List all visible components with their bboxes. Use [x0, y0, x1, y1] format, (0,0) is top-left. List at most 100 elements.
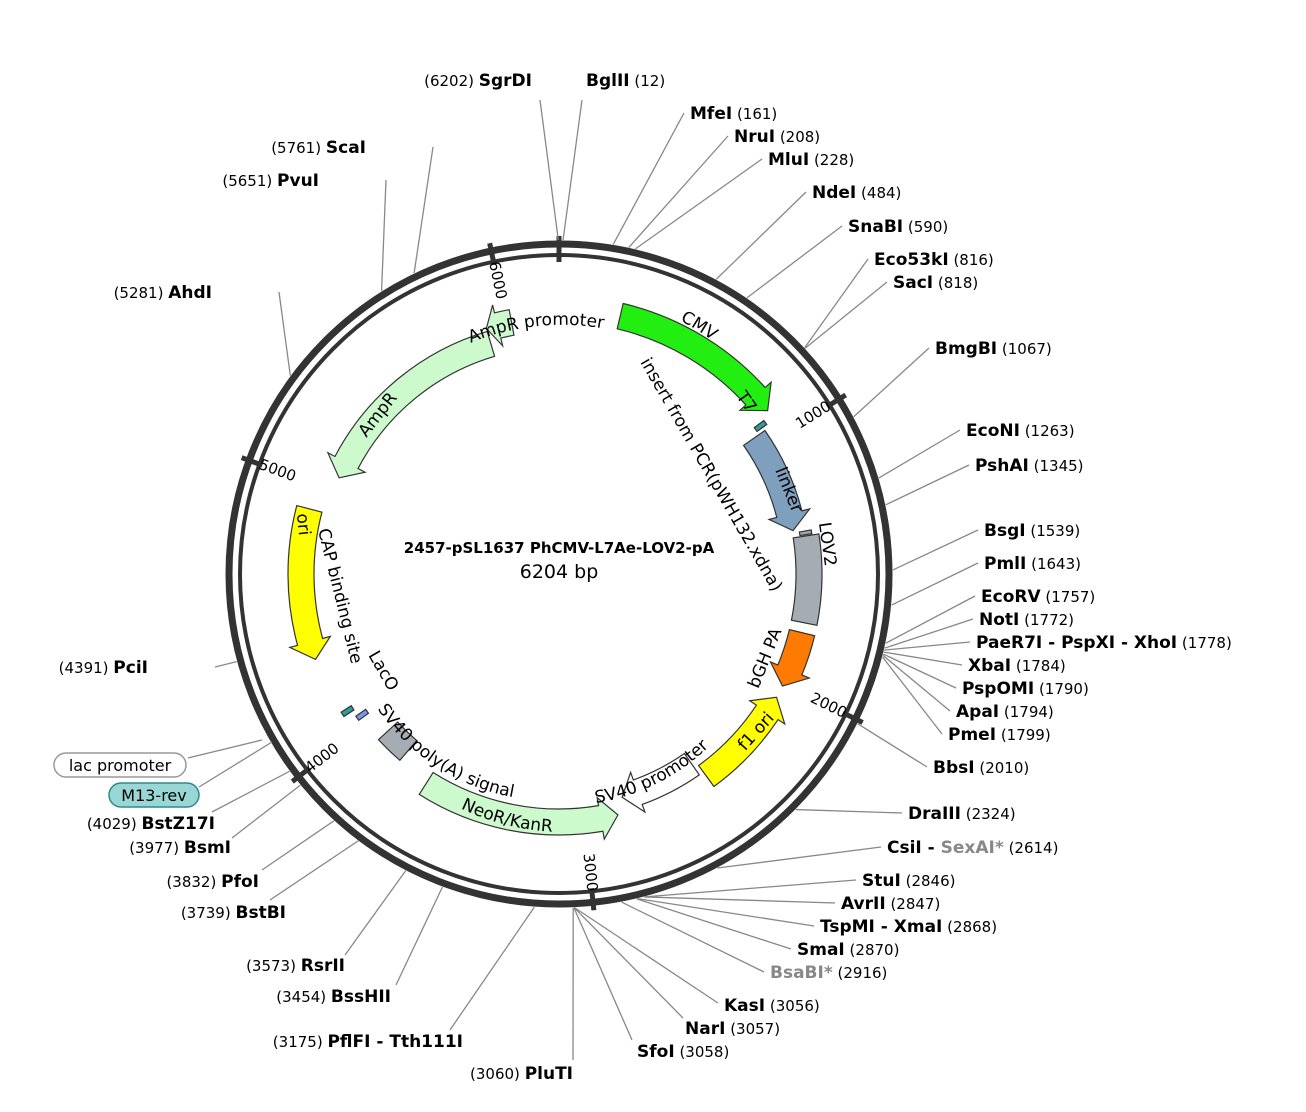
site-pos: (2847) [890, 895, 940, 913]
site-bbsi: BbsI (2010) [933, 758, 1029, 778]
feature-laco [354, 708, 370, 722]
site-pos: (3056) [770, 997, 820, 1015]
site-name: BsgI [984, 521, 1026, 541]
site-csii: CsiI - SexAI* (2614) [887, 838, 1058, 858]
site-bstz17i: (4029) BstZ17I [87, 814, 215, 834]
site-pos: (2324) [966, 805, 1016, 823]
site-name: BmgBI [935, 339, 997, 359]
leader-csii [717, 846, 882, 869]
site-name: ScaI [326, 138, 366, 158]
site-apai: ApaI (1794) [956, 702, 1054, 722]
site-label-pcii: (4391) PciI [59, 658, 148, 678]
feature-sv40-promoter [621, 752, 701, 814]
feature-arrows [287, 302, 823, 841]
site-label-pfoi: (3832) PfoI [166, 872, 259, 892]
site-avrii: AvrII (2847) [841, 894, 940, 914]
site-pos: (6202) [424, 72, 474, 90]
plasmid-name: 2457-pSL1637 PhCMV-L7Ae-LOV2-pA [404, 539, 715, 557]
site-name: XbaI [968, 656, 1011, 676]
leader-bstz17i [211, 770, 290, 813]
leader-xbai [883, 651, 963, 666]
site-pos: (3060) [470, 1065, 520, 1083]
site-name: PmeI [948, 725, 996, 745]
site-pos: (3454) [276, 988, 326, 1006]
site-name: MluI [768, 150, 809, 170]
site-pos: (1778) [1182, 634, 1232, 652]
leader-bsshii [395, 886, 444, 986]
site-name: TspMI - XmaI [820, 917, 942, 937]
site-xbai: XbaI (1784) [968, 656, 1066, 676]
site-name: EcoRV [981, 587, 1041, 607]
site-bsgi: BsgI (1539) [984, 521, 1080, 541]
site-label-stui: StuI (2846) [862, 871, 955, 891]
site-bsshii: (3454) BssHII [276, 987, 391, 1007]
leader-tspmi-xmai [637, 898, 815, 927]
site-mfei: MfeI (161) [690, 104, 777, 124]
tick-3000 [589, 888, 597, 911]
feature-sv40-poly-a-signal [377, 721, 418, 762]
site-label-bmgbi: BmgBI (1067) [935, 339, 1052, 359]
feature-label-neor-kanr: NeoR/KanR [459, 795, 554, 837]
site-pos: (3977) [129, 839, 179, 857]
site-label-bsabi: BsaBI* (2916) [770, 963, 887, 983]
site-pos: (1790) [1039, 680, 1089, 698]
site-name: BsaBI* [770, 963, 833, 983]
site-pos: (1772) [1024, 611, 1074, 629]
tick-label-1000: 1000 [792, 397, 834, 432]
leader-apai [882, 654, 951, 712]
site-nari: NarI (3057) [685, 1019, 780, 1039]
leader-pvui [380, 179, 387, 292]
site-bstbi: (3739) BstBI [181, 903, 286, 923]
site-name: BstZ17I [141, 814, 215, 834]
site-pflfi-tth111i: (3175) PflFI - Tth111I [273, 1032, 463, 1052]
leader-nari [573, 907, 684, 1019]
site-name: NruI [734, 127, 775, 147]
site-label-bstbi: (3739) BstBI [181, 903, 286, 923]
site-name: NarI [685, 1019, 725, 1039]
site-name: PmlI [984, 554, 1026, 574]
leader-smai [636, 898, 792, 950]
site-name: BsmI [184, 838, 231, 858]
site-label-sfoi: SfoI (3058) [637, 1042, 729, 1062]
site-pos: (12) [634, 72, 665, 90]
site-pos: (1539) [1030, 522, 1080, 540]
site-name-2: SexAI* [941, 838, 1004, 858]
feature-t7 [753, 419, 768, 433]
site-name: SacI [893, 273, 933, 293]
tick-label-5000: 5000 [256, 455, 298, 485]
site-label-snabi: SnaBI (590) [848, 217, 948, 237]
site-pos: (590) [908, 218, 948, 236]
leader-pfoi [261, 820, 335, 871]
site-pos: (3175) [273, 1033, 323, 1051]
leader-snabi [746, 225, 843, 299]
leader-avrii [644, 896, 836, 904]
site-name: PvuI [277, 171, 319, 191]
leader-stui [644, 879, 857, 898]
site-label-ahdi: (5281) AhdI [114, 283, 212, 303]
site-name: RsrII [301, 956, 345, 976]
site-label-pshai: PshAI (1345) [975, 456, 1084, 476]
tick-label-4000: 4000 [301, 739, 342, 777]
site-pos: (5761) [271, 139, 321, 157]
site-ahdi: (5281) AhdI [114, 283, 212, 303]
site-pos: (2614) [1009, 839, 1059, 857]
feature-label-path-ampr-promoter: AmpR promoter [465, 310, 605, 348]
site-label-csii: CsiI - SexAI* (2614) [887, 838, 1058, 858]
leader-pshai [885, 464, 970, 506]
site-pos: (3057) [730, 1020, 780, 1038]
feature-linker [798, 529, 813, 537]
leader-sfoi [573, 907, 633, 1041]
site-pos: (3573) [246, 957, 296, 975]
site-pos: (4391) [59, 659, 109, 677]
feature-ori [287, 504, 332, 661]
feature-f1-ori [697, 696, 786, 788]
feature-label-path-neor-kanr: NeoR/KanR [459, 795, 554, 837]
site-pos: (5281) [114, 284, 164, 302]
feature-ampr-promoter [485, 304, 515, 348]
site-pos: (2868) [947, 918, 997, 936]
site-ndei: NdeI (484) [812, 183, 901, 203]
site-name: BglII [586, 71, 630, 91]
site-pos: (1345) [1034, 457, 1084, 475]
dash: - [922, 838, 941, 858]
site-name: NotI [979, 610, 1019, 630]
